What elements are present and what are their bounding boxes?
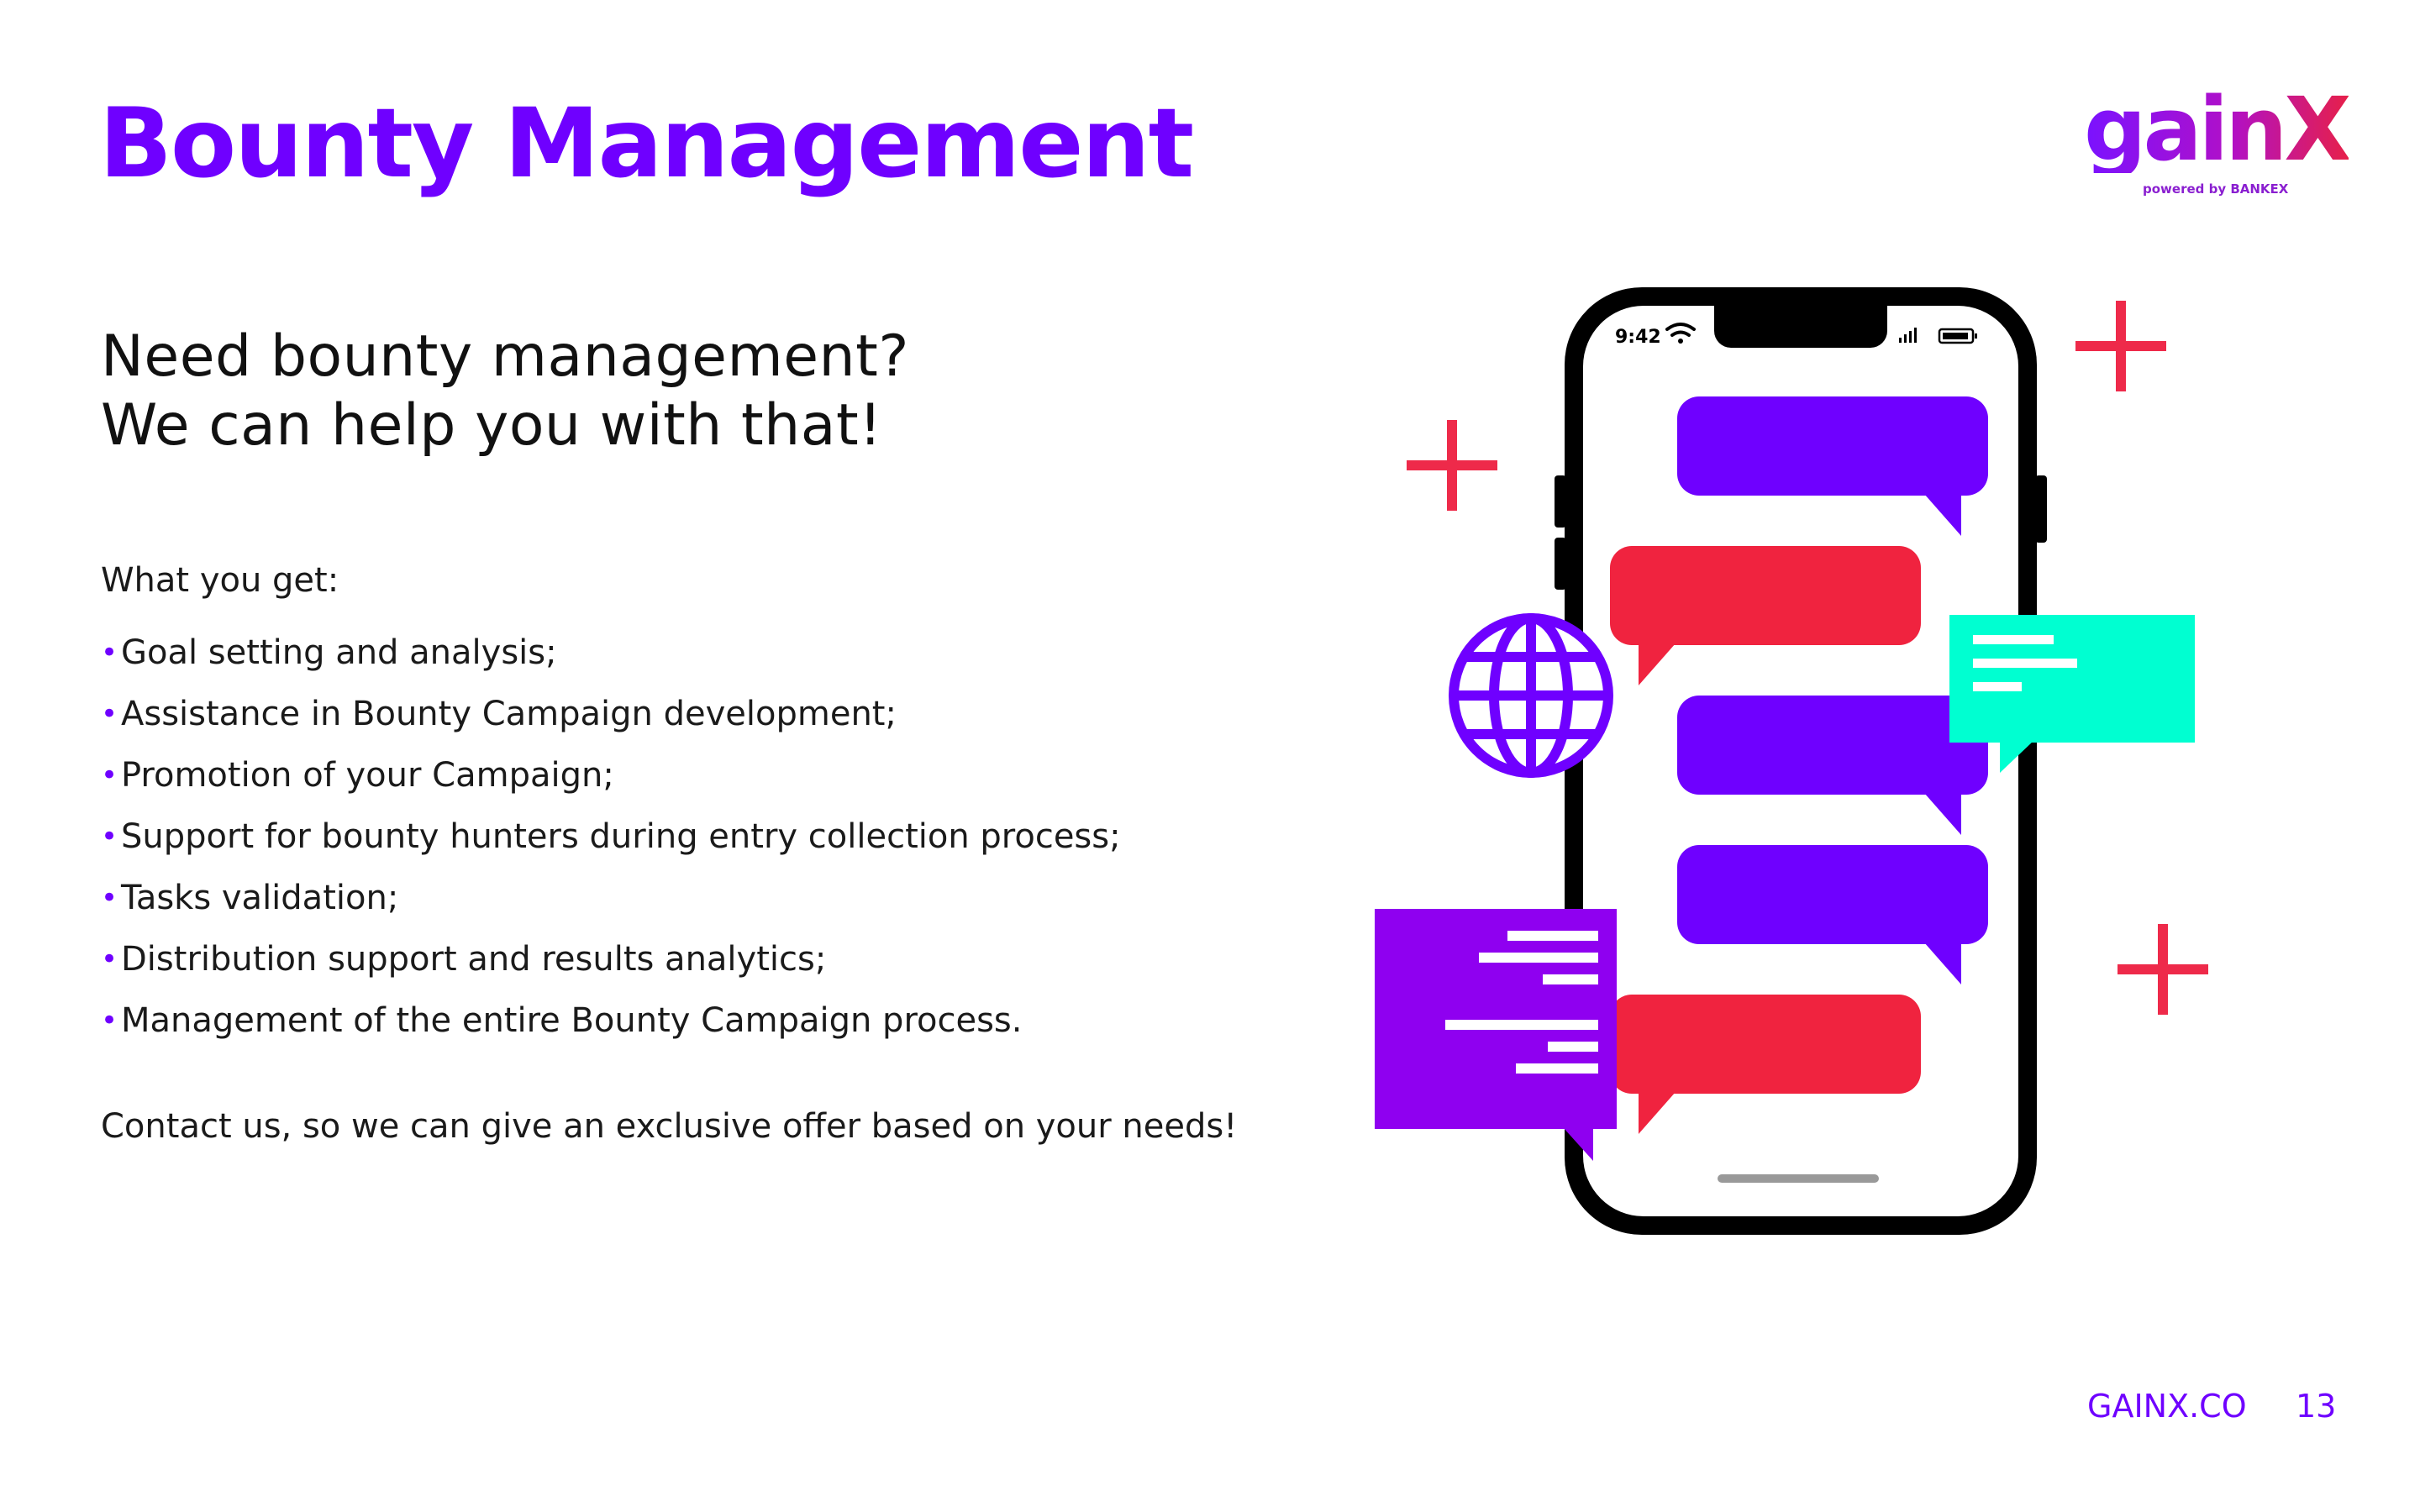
- list-item: •Support for bounty hunters during entry…: [101, 806, 1121, 867]
- page-number: 13: [2296, 1388, 2337, 1425]
- wifi-icon: [1665, 323, 1696, 344]
- chat-bubble-icon: [1677, 696, 1988, 835]
- list-item-text: Assistance in Bounty Campaign developmen…: [121, 694, 897, 733]
- phone-notch: [1714, 306, 1887, 348]
- list-item: •Management of the entire Bounty Campaig…: [101, 990, 1121, 1051]
- list-item: •Goal setting and analysis;: [101, 622, 1121, 683]
- plus-icon: [1407, 420, 1497, 511]
- brand-logo: gainX powered by BANKEX: [2084, 86, 2353, 203]
- list-item: •Tasks validation;: [101, 867, 1121, 928]
- chat-bubble-icon: [1375, 909, 1617, 1161]
- bullet-icon: •: [101, 880, 118, 915]
- footer-site-link[interactable]: GAINX.CO: [2087, 1388, 2247, 1425]
- list-item: •Distribution support and results analyt…: [101, 928, 1121, 990]
- chat-bubble-icon: [1677, 396, 1988, 536]
- chat-bubble-icon: [1949, 615, 2195, 773]
- list-item: •Promotion of your Campaign;: [101, 744, 1121, 806]
- subtitle-line-2: We can help you with that!: [101, 392, 882, 459]
- plus-icon: [2118, 924, 2208, 1015]
- page-title: Bounty Management: [99, 87, 1194, 199]
- list-item-text: Distribution support and results analyti…: [121, 939, 827, 979]
- list-item: •Assistance in Bounty Campaign developme…: [101, 683, 1121, 744]
- phone-button: [1555, 538, 1566, 590]
- chat-bubble-icon: [1610, 995, 1921, 1134]
- list-item-text: Tasks validation;: [121, 878, 399, 917]
- bullet-icon: •: [101, 696, 118, 731]
- bullet-icon: •: [101, 1003, 118, 1037]
- contact-note: Contact us, so we can give an exclusive …: [101, 1107, 1238, 1146]
- home-indicator: [1718, 1174, 1879, 1183]
- phone-button: [1555, 475, 1566, 528]
- bullet-icon: •: [101, 942, 118, 976]
- plus-icon: [2075, 301, 2166, 391]
- bullet-icon: •: [101, 635, 118, 669]
- subtitle: Need bounty management? We can help you …: [101, 323, 909, 460]
- bullet-icon: •: [101, 758, 118, 792]
- list-item-text: Goal setting and analysis;: [121, 633, 557, 672]
- phone-chat-illustration: 9:42: [1375, 287, 2208, 1235]
- logo-wordmark: gainX: [2084, 78, 2351, 181]
- bullet-icon: •: [101, 819, 118, 853]
- battery-icon: [1938, 328, 1977, 344]
- chat-bubble-icon: [1677, 845, 1988, 984]
- list-item-text: Support for bounty hunters during entry …: [121, 816, 1121, 856]
- globe-icon: [1449, 613, 1613, 778]
- features-intro: What you get:: [101, 561, 339, 600]
- phone-button: [2035, 475, 2047, 543]
- chat-bubble-icon: [1610, 546, 1921, 685]
- features-list: •Goal setting and analysis; •Assistance …: [101, 622, 1121, 1051]
- list-item-text: Promotion of your Campaign;: [121, 755, 614, 795]
- list-item-text: Management of the entire Bounty Campaign…: [121, 1000, 1023, 1040]
- logo-tagline: powered by BANKEX: [2143, 181, 2289, 197]
- subtitle-line-1: Need bounty management?: [101, 323, 909, 390]
- phone-time: 9:42: [1615, 327, 1661, 348]
- signal-icon: [1899, 328, 1917, 343]
